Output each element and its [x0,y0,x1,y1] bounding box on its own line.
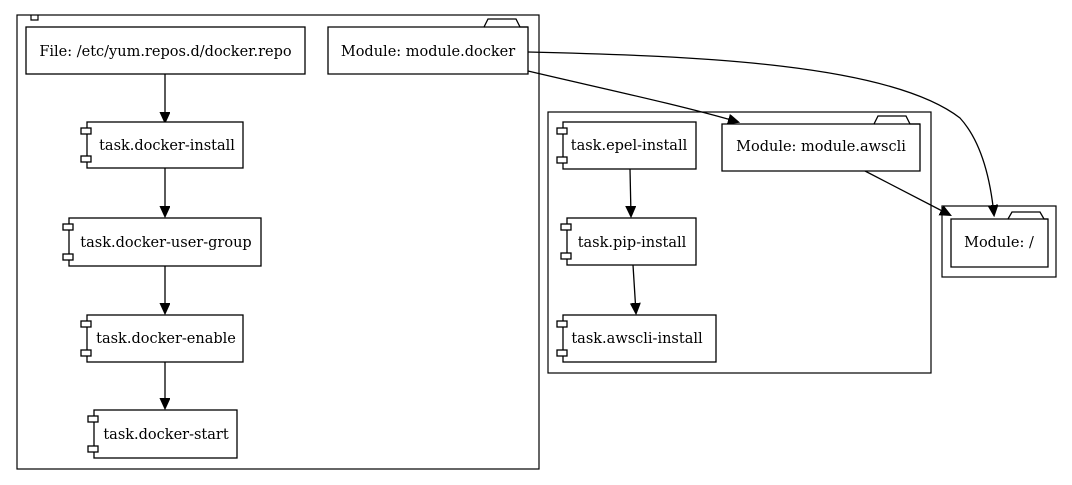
node-label: Module: module.awscli [736,139,906,155]
node-label: task.docker-enable [96,331,236,347]
node-label: task.docker-install [99,138,235,154]
node-label: task.awscli-install [571,331,703,347]
node-task-docker-start: task.docker-start [87,409,238,459]
node-label: task.pip-install [578,235,687,251]
node-label: task.epel-install [571,138,688,154]
node-module-docker: Module: module.docker [327,18,529,75]
node-label: task.docker-user-group [80,235,251,251]
node-task-awscli-install: task.awscli-install [556,314,717,363]
node-module-root: Module: / [950,211,1049,268]
node-label: Module: module.docker [341,44,515,60]
edge-epel-to-pip [630,168,631,216]
cluster-module-root [941,205,1057,278]
node-task-pip-install: task.pip-install [560,217,697,266]
cluster-module-docker [16,14,540,470]
node-task-docker-user-group: task.docker-user-group [62,217,262,267]
edge-module-docker-to-root [527,51,994,215]
node-label: Module: / [964,235,1034,251]
node-label: task.docker-start [103,427,228,443]
node-file-docker-repo: File: /etc/yum.repos.d/docker.repo [25,26,306,75]
edge-module-docker-to-awscli [527,70,738,122]
edge-pip-to-awscli-install [633,264,636,313]
cluster-module-awscli [547,111,932,374]
node-task-docker-install: task.docker-install [80,121,244,169]
node-task-docker-enable: task.docker-enable [80,314,244,363]
node-task-epel-install: task.epel-install [556,121,697,170]
node-module-awscli: Module: module.awscli [721,115,921,172]
edge-module-awscli-to-root [864,170,950,215]
node-label: File: /etc/yum.repos.d/docker.repo [39,44,291,60]
edges [165,51,994,408]
